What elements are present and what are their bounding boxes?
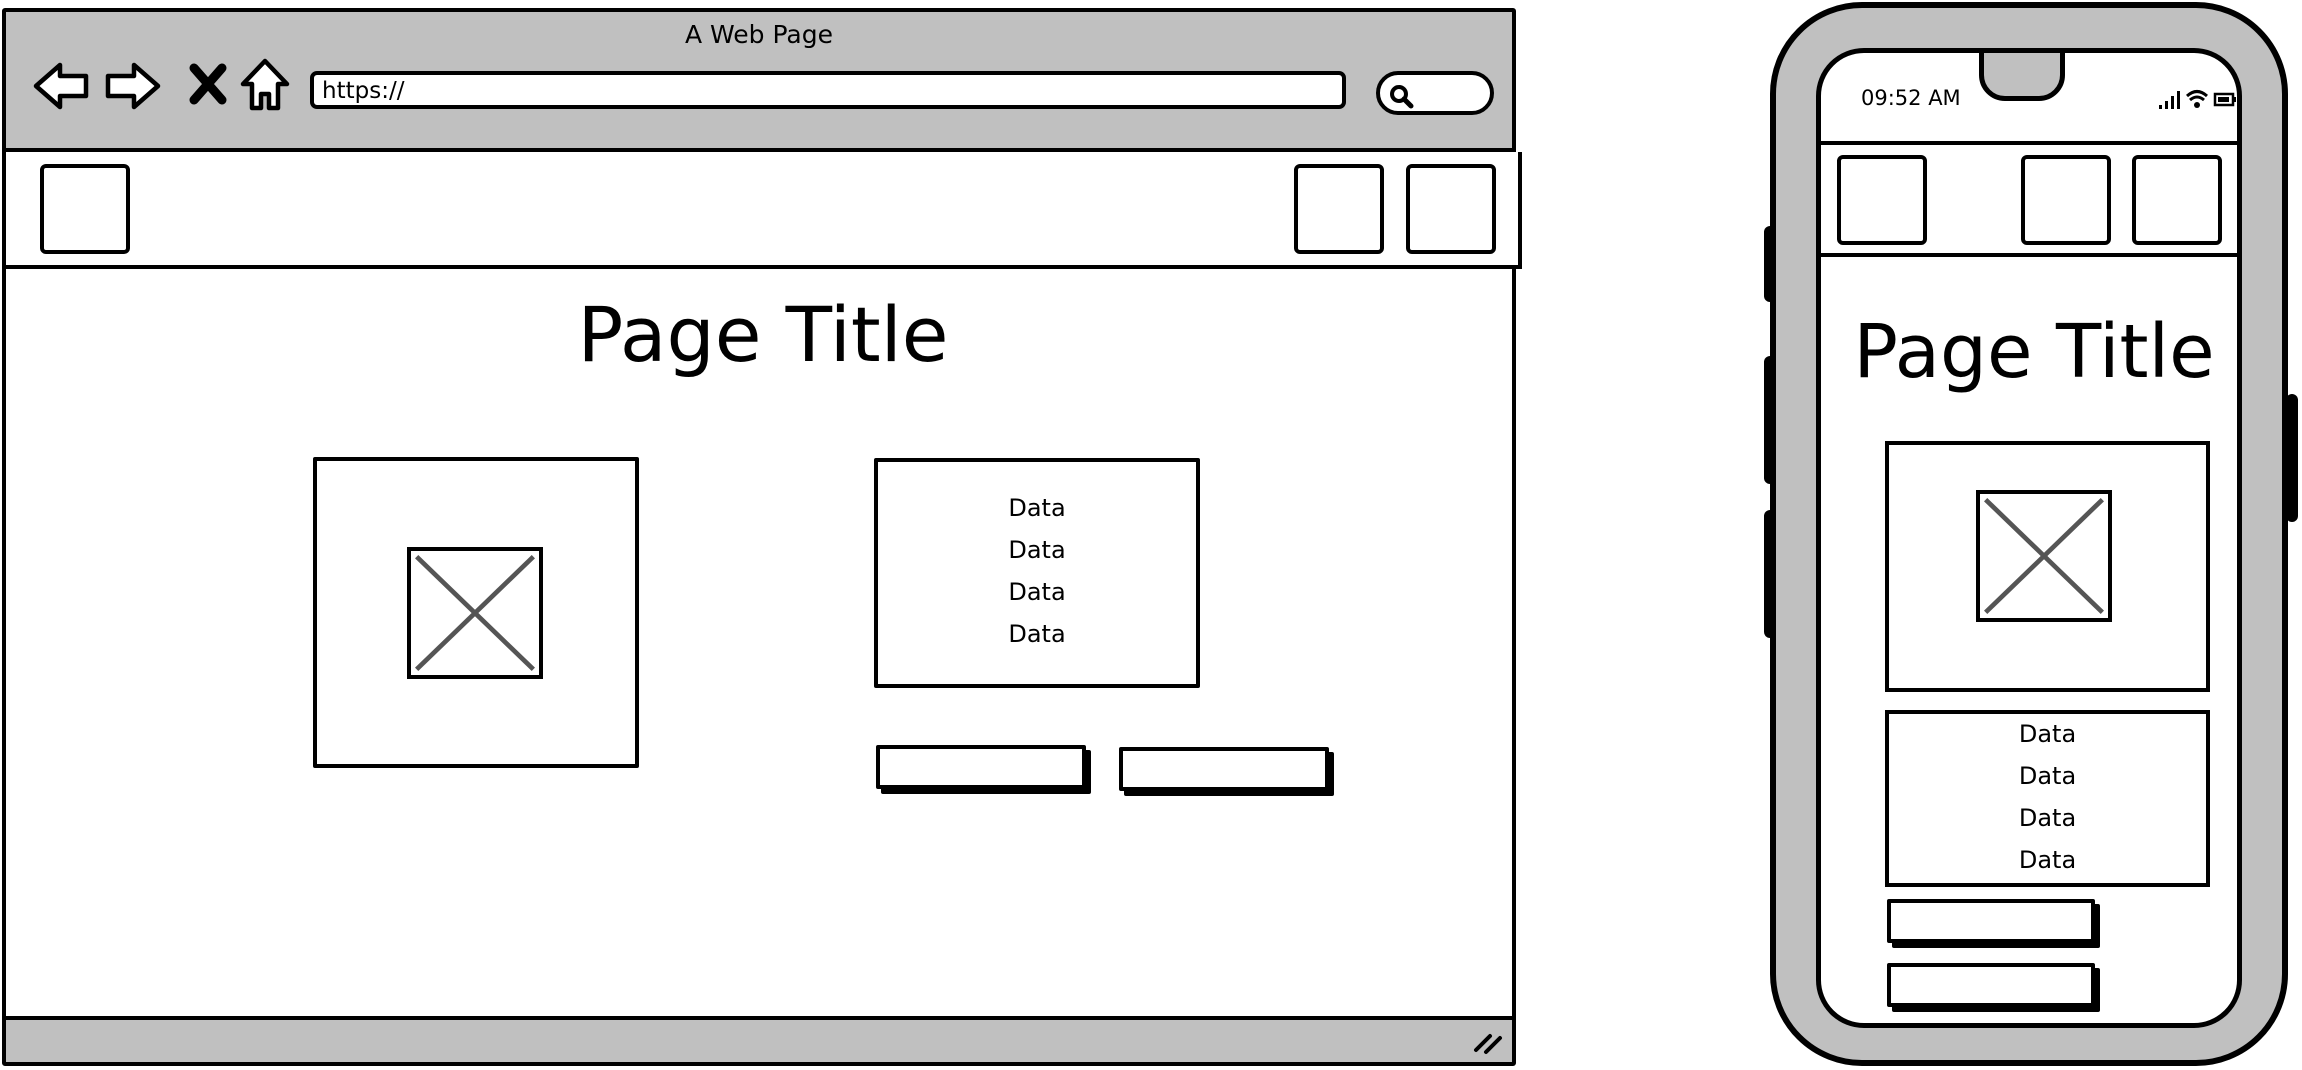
list-item: Data [1008,536,1066,564]
search-button[interactable] [1376,71,1494,115]
action-button-1[interactable] [1887,899,2095,943]
image-card [1885,441,2210,692]
resize-grip-icon[interactable] [1472,1026,1506,1056]
list-item: Data [1008,494,1066,522]
image-card [313,457,639,768]
phone-notch [1979,53,2065,101]
search-icon [1390,85,1414,109]
phone-screen: 09:52 AM [1816,48,2242,1028]
header-nav-box-1[interactable] [1294,164,1384,254]
list-item: Data [1008,578,1066,606]
status-icons [2159,86,2237,116]
header-nav-box-1[interactable] [2021,155,2111,245]
list-item: Data [2018,804,2077,832]
wifi-icon [2185,90,2209,108]
browser-toolbar: A Web Page https:// [6,12,1512,152]
window-title: A Web Page [684,20,834,49]
list-item: Data [2018,846,2077,874]
header-logo-box[interactable] [40,164,130,254]
browser-window: A Web Page https:// Page Title [2,8,1522,1066]
image-placeholder-icon [1976,490,2112,622]
page-header [2,152,1522,269]
header-nav-box-2[interactable] [2132,155,2222,245]
battery-icon [2213,92,2236,107]
list-item: Data [2018,720,2077,748]
data-list: Data Data Data Data [1885,710,2210,887]
mobile-header [1821,141,2237,257]
signal-icon [2159,91,2180,109]
phone-frame: 09:52 AM [1770,2,2288,1066]
data-list: Data Data Data Data [874,458,1200,688]
back-arrow-icon[interactable] [32,57,90,115]
action-button-1[interactable] [876,745,1086,789]
header-nav-box-2[interactable] [1406,164,1496,254]
status-bar [6,1016,1512,1062]
forward-arrow-icon[interactable] [104,57,162,115]
page-title: Page Title [577,290,949,379]
stop-icon[interactable] [186,62,230,106]
action-button-2[interactable] [1119,747,1329,791]
action-button-2[interactable] [1887,963,2095,1007]
header-logo-box[interactable] [1837,155,1927,245]
phone-power-button [2286,394,2298,522]
home-icon[interactable] [238,56,292,114]
image-placeholder-icon [407,547,543,679]
page-title: Page Title [1853,309,2215,395]
list-item: Data [1008,620,1066,648]
list-item: Data [2018,762,2077,790]
status-time: 09:52 AM [1861,86,1961,110]
url-input[interactable]: https:// [310,71,1346,109]
